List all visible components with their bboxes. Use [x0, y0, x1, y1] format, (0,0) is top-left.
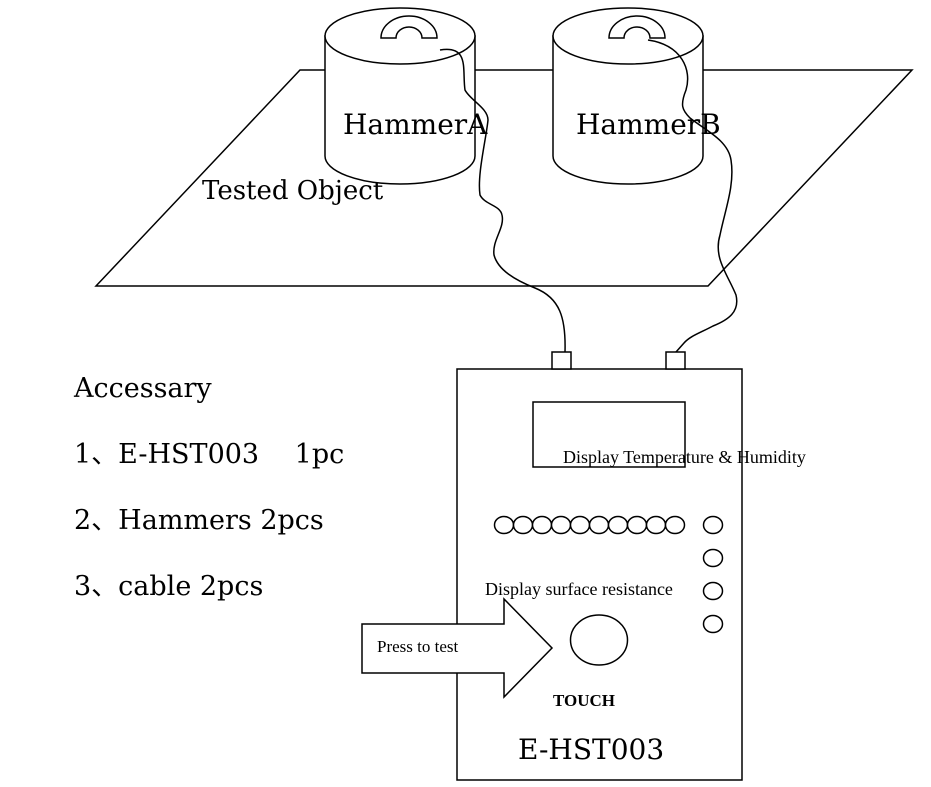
led-indicator [645, 515, 667, 535]
tested-object-label: Tested Object [202, 176, 384, 206]
cable-b [647, 39, 738, 353]
touch-label: TOUCH [553, 691, 615, 710]
led-indicator [493, 515, 515, 535]
led-row [493, 515, 686, 535]
tested-object-plane [94, 69, 914, 287]
connector-b [665, 351, 686, 370]
press-to-test-arrow [361, 597, 554, 699]
press-to-test-label: Press to test [377, 637, 459, 656]
hammer-a: HammerA [324, 7, 488, 185]
led-indicator [550, 515, 572, 535]
hammer-b-label: HammerB [576, 108, 721, 141]
hammer-a-label: HammerA [343, 108, 488, 141]
device: Display Temperature & Humidity Display s… [456, 351, 806, 781]
led-indicator [626, 515, 648, 535]
accessory-item-3: 3、cable 2pcs [74, 571, 263, 602]
accessory-item-1: 1、E-HST003 1pc [74, 439, 344, 470]
connector-a [551, 351, 572, 370]
side-indicator [702, 614, 724, 634]
accessory-title: Accessary [73, 373, 212, 404]
hammer-b: HammerB [552, 7, 721, 185]
side-indicator [702, 515, 724, 535]
device-model-label: E-HST003 [518, 733, 664, 766]
accessory-item-2: 2、Hammers 2pcs [74, 505, 324, 536]
hammer-a-handle [380, 15, 438, 39]
led-indicator [569, 515, 591, 535]
led-indicator [512, 515, 534, 535]
side-indicator [702, 548, 724, 568]
display-temp-label: Display Temperature & Humidity [563, 447, 806, 467]
led-indicator [664, 515, 686, 535]
display-screen [532, 401, 686, 468]
touch-button[interactable] [569, 614, 629, 666]
hammer-b-handle [608, 15, 666, 39]
side-indicators [702, 515, 724, 634]
display-resistance-label: Display surface resistance [485, 579, 673, 599]
led-indicator [588, 515, 610, 535]
cable-a [439, 48, 566, 353]
led-indicator [607, 515, 629, 535]
led-indicator [531, 515, 553, 535]
side-indicator [702, 581, 724, 601]
